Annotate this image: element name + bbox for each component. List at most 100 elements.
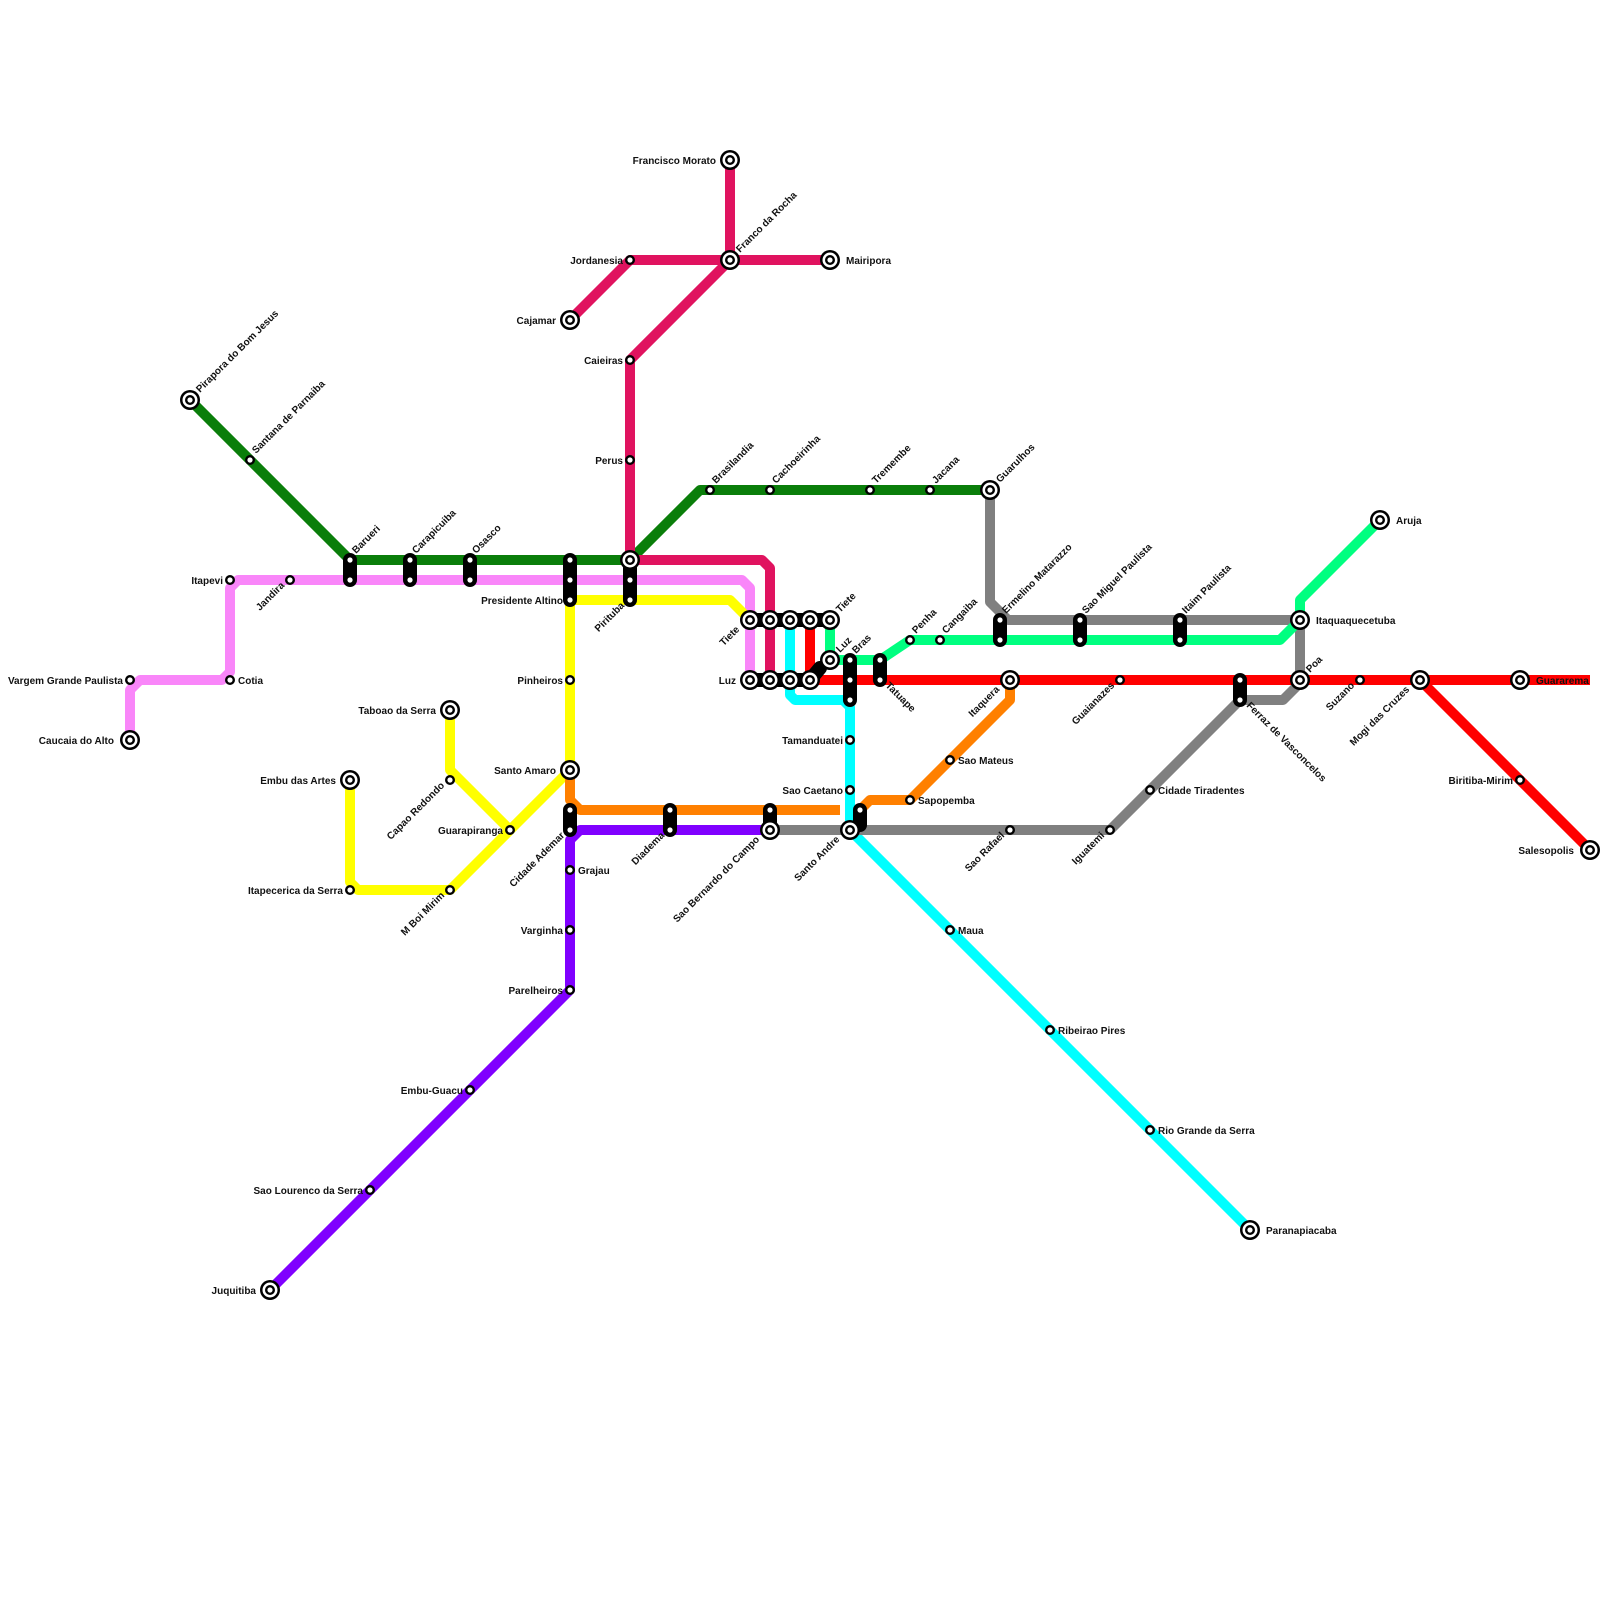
station-luz-right-marker[interactable] (820, 650, 840, 670)
interchange-platform-marker[interactable] (780, 670, 800, 690)
station-cachoeirinha-marker[interactable] (765, 485, 775, 495)
station-ribeirao-pires-marker[interactable] (1045, 1025, 1055, 1035)
interchange-platform-marker[interactable] (565, 555, 575, 565)
station-itaquaquecetuba-marker[interactable] (1290, 610, 1310, 630)
station-guararema-marker[interactable] (1510, 670, 1530, 690)
station-barueri-marker[interactable] (345, 555, 355, 565)
station-sao-bernardo-marker[interactable] (760, 820, 780, 840)
station-guarulhos-marker[interactable] (980, 480, 1000, 500)
station-pirituba-marker[interactable] (625, 595, 635, 605)
station-grajau-marker[interactable] (565, 865, 575, 875)
station-iguatemi-marker[interactable] (1105, 825, 1115, 835)
station-cangaiba-marker[interactable] (935, 635, 945, 645)
station-suzano-marker[interactable] (1355, 675, 1365, 685)
station-guaianazes-marker[interactable] (1115, 675, 1125, 685)
station-sao-lourenco-marker[interactable] (365, 1185, 375, 1195)
interchange-platform-marker[interactable] (855, 805, 865, 815)
station-pinheiros-marker[interactable] (565, 675, 575, 685)
interchange-platform-marker[interactable] (565, 575, 575, 585)
interchange-platform-marker[interactable] (995, 635, 1005, 645)
station-parelheiros-marker[interactable] (565, 985, 575, 995)
station-santo-amaro-marker[interactable] (560, 760, 580, 780)
station-caieiras-marker[interactable] (625, 355, 635, 365)
interchange-platform-marker[interactable] (780, 610, 800, 630)
station-varginha-marker[interactable] (565, 925, 575, 935)
station-penha-marker[interactable] (905, 635, 915, 645)
station-cotia-marker[interactable] (225, 675, 235, 685)
interchange-platform-marker[interactable] (565, 805, 575, 815)
station-pirapora-marker[interactable] (180, 390, 200, 410)
station-poa-marker[interactable] (1290, 670, 1310, 690)
station-ferraz-marker[interactable] (1235, 695, 1245, 705)
station-ermelino-marker[interactable] (995, 615, 1005, 625)
station-tremembe-marker[interactable] (865, 485, 875, 495)
interchange-platform-marker[interactable] (345, 575, 355, 585)
station-jandira-marker[interactable] (285, 575, 295, 585)
interchange-platform-marker[interactable] (665, 805, 675, 815)
station-penha-label: Penha (910, 607, 939, 636)
interchange-platform-marker[interactable] (845, 675, 855, 685)
station-santana-marker[interactable] (245, 455, 255, 465)
interchange-platform-marker[interactable] (405, 575, 415, 585)
station-mboi-marker[interactable] (445, 885, 455, 895)
station-taboao-marker[interactable] (440, 700, 460, 720)
station-mogi-marker[interactable] (1410, 670, 1430, 690)
station-brasilandia-marker[interactable] (705, 485, 715, 495)
station-jacana-marker[interactable] (925, 485, 935, 495)
station-cidade-tiradentes-marker[interactable] (1145, 785, 1155, 795)
station-juquitiba-marker[interactable] (260, 1280, 280, 1300)
station-francisco-morato-marker[interactable] (720, 150, 740, 170)
station-aruja-marker[interactable] (1370, 510, 1390, 530)
interchange-platform-marker[interactable] (1235, 675, 1245, 685)
station-tamanduatei-marker[interactable] (845, 735, 855, 745)
interchange-platform-marker[interactable] (845, 695, 855, 705)
station-itaquera-marker[interactable] (1000, 670, 1020, 690)
station-mairipora-marker[interactable] (820, 250, 840, 270)
interchange-platform-marker[interactable] (760, 610, 780, 630)
interchange-platform-marker[interactable] (875, 655, 885, 665)
station-paranapiacaba-marker[interactable] (1240, 1220, 1260, 1240)
station-tiete-right-marker[interactable] (820, 610, 840, 630)
station-rio-grande-marker[interactable] (1145, 1125, 1155, 1135)
station-sao-miguel-marker[interactable] (1075, 615, 1085, 625)
interchange-platform-marker[interactable] (765, 805, 775, 815)
station-itapecerica-marker[interactable] (345, 885, 355, 895)
interchange-platform-marker[interactable] (760, 670, 780, 690)
interchange-platform-marker[interactable] (800, 670, 820, 690)
station-perus-marker[interactable] (625, 455, 635, 465)
station-carapicuiba-marker[interactable] (405, 555, 415, 565)
interchange-platform-marker[interactable] (1075, 635, 1085, 645)
interchange-platform-marker[interactable] (620, 550, 640, 570)
station-guarapiranga-marker[interactable] (505, 825, 515, 835)
station-sao-mateus-marker[interactable] (945, 755, 955, 765)
interchange-platform-marker[interactable] (465, 575, 475, 585)
station-tatuape-marker[interactable] (875, 675, 885, 685)
station-luz-left-marker[interactable] (740, 670, 760, 690)
station-maua-marker[interactable] (945, 925, 955, 935)
station-jordanesia-marker[interactable] (625, 255, 635, 265)
station-santo-andre-marker[interactable] (840, 820, 860, 840)
station-sao-caetano-marker[interactable] (845, 785, 855, 795)
station-cidade-ademar-marker[interactable] (565, 825, 575, 835)
station-vargem-marker[interactable] (125, 675, 135, 685)
station-bras-marker[interactable] (845, 655, 855, 665)
station-caucaia-marker[interactable] (120, 730, 140, 750)
station-embu-guacu-marker[interactable] (465, 1085, 475, 1095)
station-embu-artes-marker[interactable] (340, 770, 360, 790)
station-itapevi-marker[interactable] (225, 575, 235, 585)
station-tiete-left-marker[interactable] (740, 610, 760, 630)
station-salesopolis-marker[interactable] (1580, 840, 1600, 860)
station-presidente-altino-marker[interactable] (565, 595, 575, 605)
station-cajamar-marker[interactable] (560, 310, 580, 330)
station-itaim-marker[interactable] (1175, 615, 1185, 625)
interchange-platform-marker[interactable] (625, 575, 635, 585)
station-diadema-marker[interactable] (665, 825, 675, 835)
station-sapopemba-marker[interactable] (905, 795, 915, 805)
station-biritiba-marker[interactable] (1515, 775, 1525, 785)
station-capao-marker[interactable] (445, 775, 455, 785)
station-sao-rafael-marker[interactable] (1005, 825, 1015, 835)
station-osasco-marker[interactable] (465, 555, 475, 565)
station-franco-rocha-marker[interactable] (720, 250, 740, 270)
interchange-platform-marker[interactable] (1175, 635, 1185, 645)
interchange-platform-marker[interactable] (800, 610, 820, 630)
